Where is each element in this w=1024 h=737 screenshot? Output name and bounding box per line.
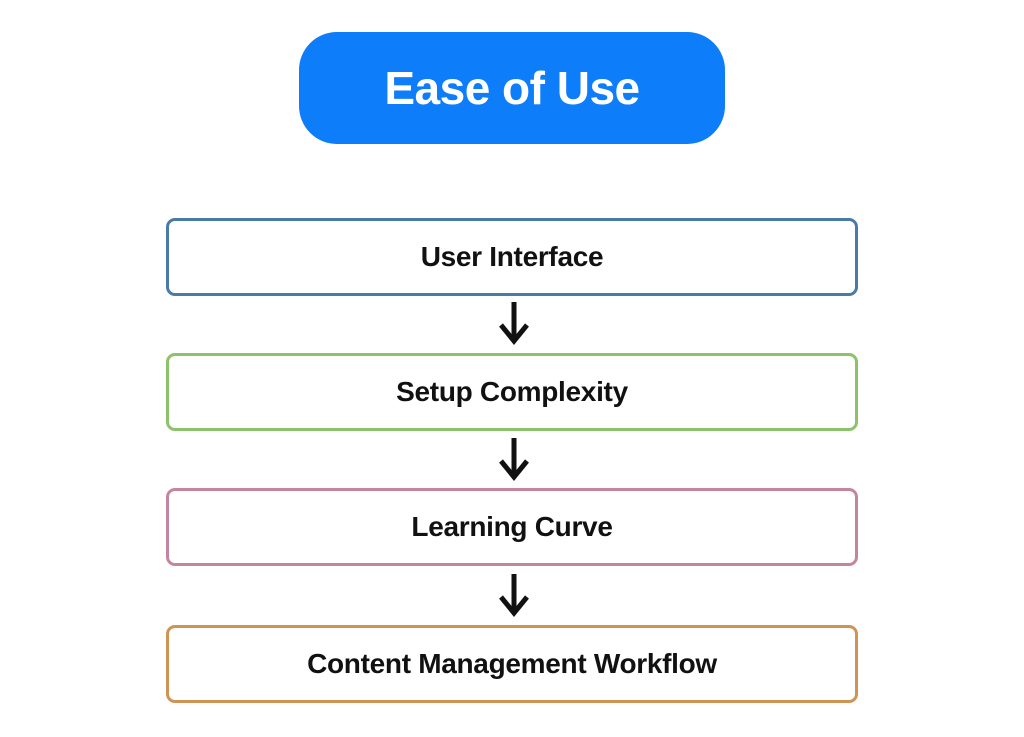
arrow-down-icon xyxy=(494,572,534,620)
header-pill: Ease of Use xyxy=(299,32,725,144)
flow-node-label: Learning Curve xyxy=(411,511,613,542)
flow-node-label: Setup Complexity xyxy=(396,376,628,407)
flow-node-label: User Interface xyxy=(420,241,604,272)
flow-node-label: Content Management Workflow xyxy=(307,648,717,679)
flow-node-learning-curve: Learning Curve xyxy=(166,488,858,566)
diagram-title: Ease of Use xyxy=(384,62,640,114)
flow-node-content-management-workflow: Content Management Workflow xyxy=(166,625,858,703)
arrow-down-icon xyxy=(494,300,534,348)
arrow-down-icon xyxy=(494,436,534,484)
flow-node-setup-complexity: Setup Complexity xyxy=(166,353,858,431)
flow-node-user-interface: User Interface xyxy=(166,218,858,296)
